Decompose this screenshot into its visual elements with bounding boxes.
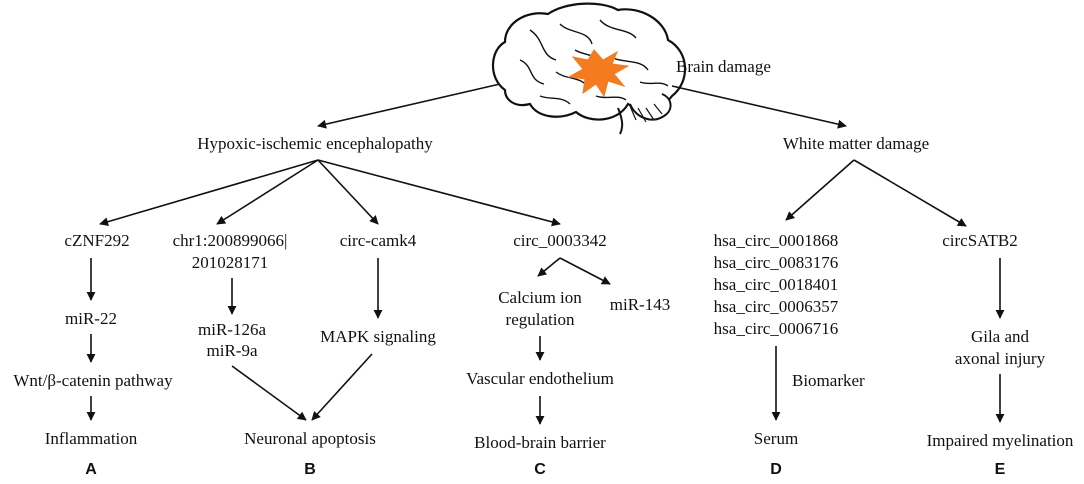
b-circ1-line1: chr1:200899066| <box>173 231 288 250</box>
b-signaling: MAPK signaling <box>320 327 436 346</box>
a-outcome: Inflammation <box>45 429 138 448</box>
arrow-c-1 <box>537 257 561 277</box>
c-calcium-line1: Calcium ion <box>498 288 582 307</box>
panel-letter-a: A <box>85 461 97 478</box>
d-circ-5: hsa_circ_0006716 <box>714 319 839 338</box>
c-vascular: Vascular endothelium <box>466 369 614 388</box>
e-circ: circSATB2 <box>942 231 1018 250</box>
c-circ: circ_0003342 <box>513 231 606 250</box>
panel-letter-e: E <box>995 461 1006 478</box>
arrow-wmd-to-e <box>853 159 967 227</box>
root-label: Brain damage <box>676 57 771 76</box>
panel-b: chr1:200899066| 201028171 miR-126a miR-9… <box>173 231 437 478</box>
d-edge-label: Biomarker <box>792 371 865 390</box>
b-circ2: circ-camk4 <box>340 231 417 250</box>
lesion-star-icon <box>567 49 630 98</box>
b-mirna-line2: miR-9a <box>207 341 258 360</box>
arrow-wmd-to-d <box>785 159 855 221</box>
a-mirna: miR-22 <box>65 309 117 328</box>
branch-wmd: White matter damage <box>783 134 929 153</box>
b-circ1-line2: 201028171 <box>192 253 269 272</box>
panel-e: circSATB2 Gila and axonal injury Impaire… <box>927 231 1074 478</box>
b-outcome: Neuronal apoptosis <box>244 429 376 448</box>
d-circ-2: hsa_circ_0083176 <box>714 253 839 272</box>
a-circ: cZNF292 <box>64 231 129 250</box>
d-circ-3: hsa_circ_0018401 <box>714 275 839 294</box>
arrow-b-4 <box>311 353 373 421</box>
d-circ-1: hsa_circ_0001868 <box>714 231 839 250</box>
panel-d: hsa_circ_0001868 hsa_circ_0083176 hsa_ci… <box>714 231 865 478</box>
arrow-hie-to-b2 <box>317 159 379 225</box>
panel-a: cZNF292 miR-22 Wnt/β-catenin pathway Inf… <box>13 231 173 478</box>
branch-hie: Hypoxic-ischemic encephalopathy <box>197 134 433 153</box>
e-outcome: Impaired myelination <box>927 431 1074 450</box>
arrow-hie-to-c <box>317 159 561 227</box>
d-outcome: Serum <box>754 429 798 448</box>
d-circ-4: hsa_circ_0006357 <box>714 297 839 316</box>
arrow-hie-to-b1 <box>216 159 319 225</box>
c-outcome: Blood-brain barrier <box>474 433 606 452</box>
a-pathway: Wnt/β-catenin pathway <box>13 371 173 390</box>
e-injury-line1: Gila and <box>971 327 1030 346</box>
panel-c: circ_0003342 Calcium ion regulation miR-… <box>466 231 670 478</box>
arrow-hie-to-a <box>99 159 319 227</box>
panel-letter-b: B <box>304 461 316 478</box>
c-mirna: miR-143 <box>610 295 670 314</box>
arrow-brain-to-hie <box>317 83 501 129</box>
arrow-b-3 <box>231 365 307 421</box>
e-injury-line2: axonal injury <box>955 349 1046 368</box>
arrow-c-2 <box>559 257 611 285</box>
b-mirna-line1: miR-126a <box>198 320 266 339</box>
panel-letter-d: D <box>770 461 782 478</box>
c-calcium-line2: regulation <box>506 310 575 329</box>
panel-letter-c: C <box>534 461 546 478</box>
arrow-brain-to-wmd <box>671 85 847 129</box>
